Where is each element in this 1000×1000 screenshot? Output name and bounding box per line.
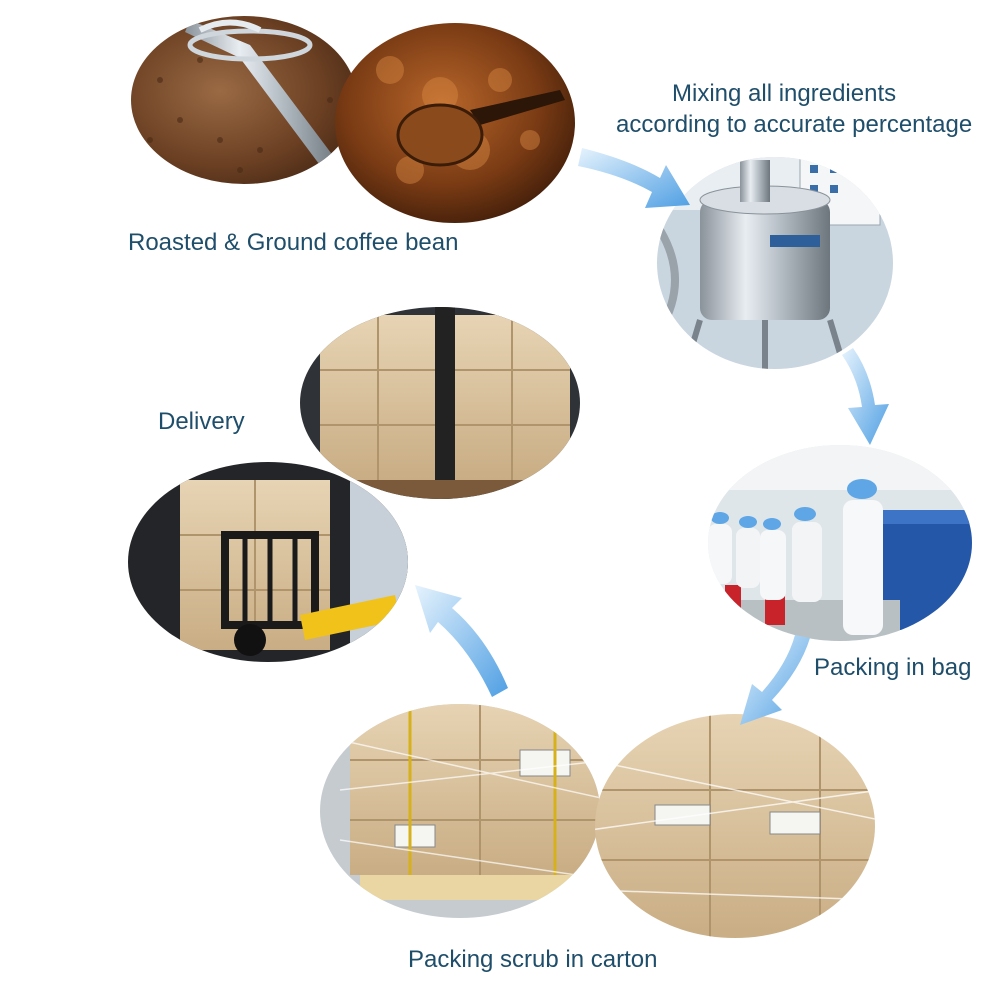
arrow-mix-to-bag [842, 348, 889, 445]
truck-loading-photo [300, 307, 580, 499]
mixing-tank-photo [657, 157, 893, 369]
label-mixing-line2: according to accurate percentage [616, 111, 973, 138]
label-mixing-line1: Mixing all ingredients [672, 80, 897, 107]
workers [708, 479, 883, 635]
arrow-roast-to-mix [578, 148, 690, 208]
roasted-beans-photo [131, 16, 357, 184]
arrow-bag-to-carton [740, 635, 810, 725]
carton-pallet-photo-right [595, 714, 875, 938]
carton-pallet-photo-left [320, 704, 600, 918]
arrow-carton-to-delivery [415, 585, 508, 697]
ground-coffee-photo [335, 23, 575, 223]
label-packing-bag: Packing in bag [814, 654, 972, 681]
packing-bag-photo [708, 445, 972, 641]
label-roasted-ground: Roasted & Ground coffee bean [128, 229, 459, 256]
label-packing-carton: Packing scrub in carton [408, 946, 658, 973]
label-delivery: Delivery [158, 408, 245, 435]
forklift-photo [128, 462, 408, 662]
